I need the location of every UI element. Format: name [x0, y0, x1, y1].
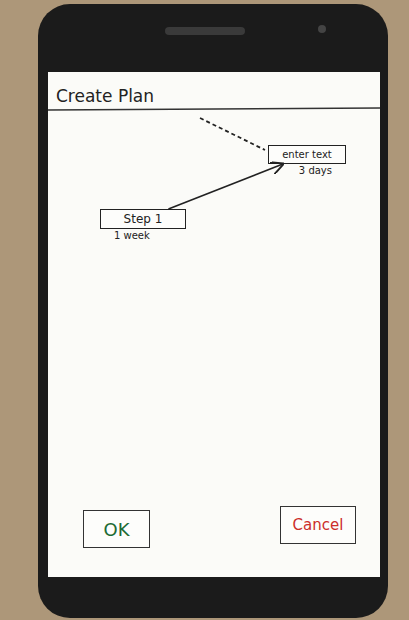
- box-label: Cancel: [293, 516, 344, 534]
- ok-button: OK: [83, 510, 150, 548]
- screen-title: Create Plan: [56, 86, 154, 106]
- duration-label: 3 days: [268, 165, 346, 176]
- cancel-button: Cancel: [280, 506, 356, 544]
- dashed-leader: [200, 118, 265, 150]
- phone-camera: [318, 25, 326, 33]
- phone-speaker: [165, 27, 245, 35]
- phone-body: [38, 4, 388, 618]
- box-label: Step 1: [124, 212, 163, 226]
- box-outline: enter text: [268, 145, 346, 164]
- title-underline: [48, 108, 380, 110]
- box-label: OK: [104, 519, 130, 540]
- box-outline: Step 1: [100, 209, 186, 229]
- box-outline: Cancel: [280, 506, 356, 544]
- duration-label: 1 week: [100, 230, 186, 241]
- step-box: Step 1 1 week: [100, 209, 186, 241]
- box-outline: OK: [83, 510, 150, 548]
- flow-arrow: [168, 164, 282, 209]
- step-box: enter text 3 days: [268, 145, 346, 176]
- paper-sheet: [48, 72, 380, 577]
- box-label: enter text: [282, 149, 332, 160]
